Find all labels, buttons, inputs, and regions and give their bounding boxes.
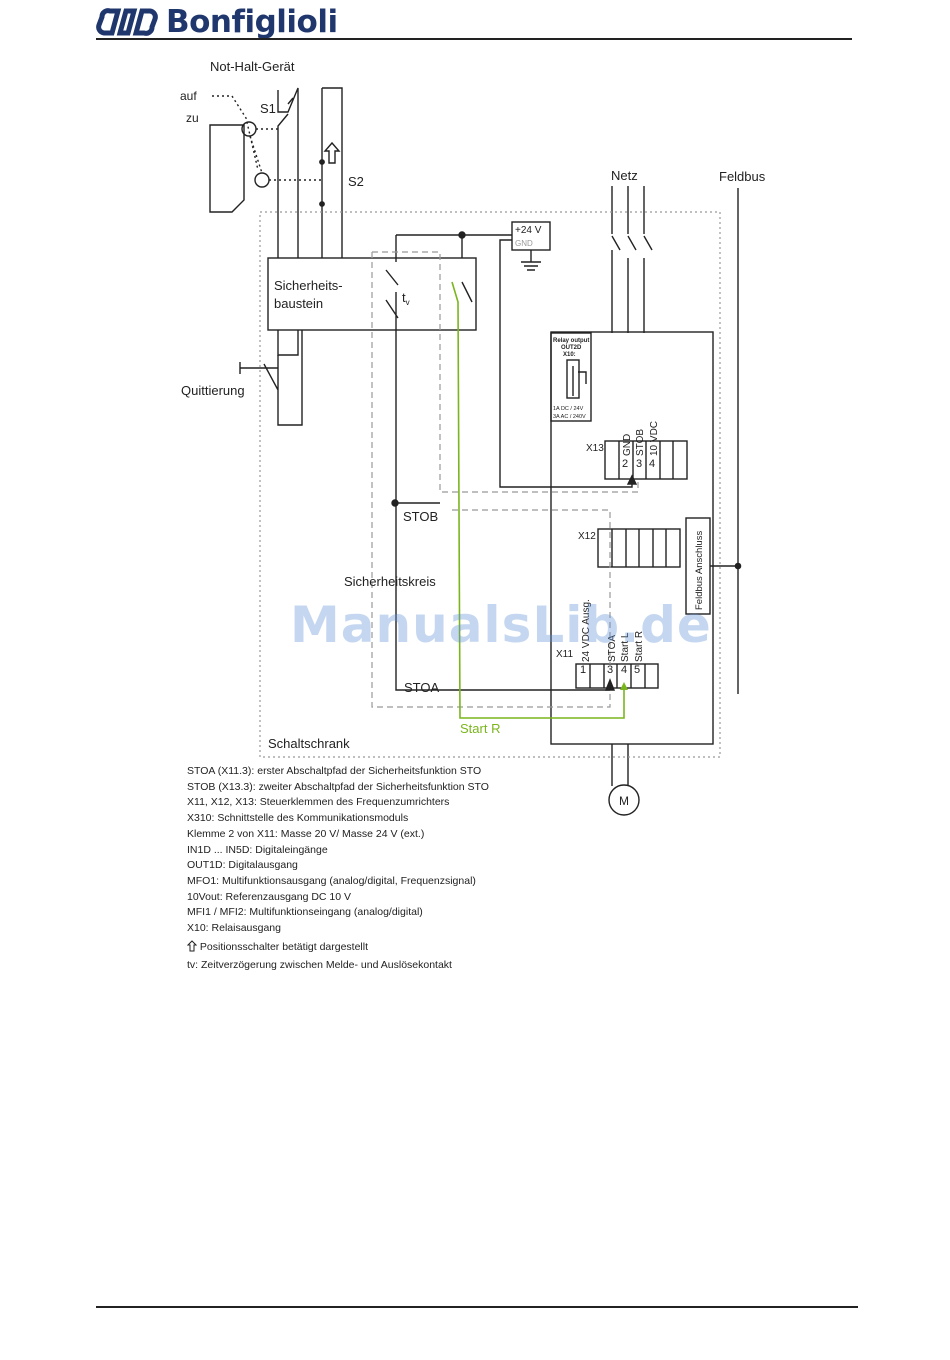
x11-terminal-block xyxy=(575,663,659,689)
legend-symbol-row: Positionsschalter betätigt dargestellt xyxy=(186,940,489,956)
label-relay-3: X10: xyxy=(563,352,576,358)
safety-loop-stob xyxy=(372,251,639,493)
x13-terminal-block xyxy=(604,440,688,480)
label-auf: auf xyxy=(180,89,197,103)
position-switch-arrow xyxy=(323,141,341,164)
legend-symbol-note: Positionsschalter betätigt dargestellt xyxy=(199,940,369,953)
legend-tv-row: tv: Zeitverzögerung zwischen Melde- und … xyxy=(187,959,452,972)
label-x13-num-3: 3 xyxy=(636,458,642,470)
legend-row: X310: Schnittstelle des Kommunikationsmo… xyxy=(187,812,409,825)
label-start-r: Start R xyxy=(460,721,500,736)
safety-loop-stoa xyxy=(371,252,611,708)
label-x11-num-3: 3 xyxy=(607,664,613,676)
label-safety-module-2: baustein xyxy=(274,296,323,311)
watermark: ManualsLib.de xyxy=(290,596,712,654)
label-safety-circuit: Sicherheitskreis xyxy=(344,574,436,589)
estop-lever xyxy=(212,95,259,171)
legend-row: 10Vout: Referenzausgang DC 10 V xyxy=(187,890,352,903)
legend-row: IN1D ... IN5D: Digitaleingänge xyxy=(187,843,328,856)
label-x11-num-4: 4 xyxy=(621,664,627,676)
s1-loop xyxy=(277,87,299,258)
label-safety-module-1: Sicherheits- xyxy=(274,278,343,293)
label-quittierung: Quittierung xyxy=(181,383,245,398)
relay-box xyxy=(550,332,592,422)
label-supply: +24 V xyxy=(515,225,542,236)
x12-terminal-block xyxy=(597,528,681,568)
label-motor: M xyxy=(619,794,629,808)
header-rule xyxy=(96,38,852,40)
label-feldbus: Feldbus xyxy=(719,169,766,184)
s2-loop xyxy=(321,87,343,258)
label-cabinet: Schaltschrank xyxy=(268,736,350,751)
label-x13-num-4: 4 xyxy=(649,458,655,470)
fieldbus-connection-box xyxy=(685,517,711,615)
label-stob: STOB xyxy=(403,509,438,524)
brand-logo: Bonfiglioli xyxy=(96,2,338,42)
label-stoa: STOA xyxy=(404,680,439,695)
legend-row: OUT1D: Digitalausgang xyxy=(187,859,298,872)
brand-logo-icon xyxy=(96,8,158,36)
label-relay-2: OUT2D xyxy=(561,345,582,351)
legend-row: X10: Relaisausgang xyxy=(187,922,281,935)
motor-circle xyxy=(608,784,640,816)
label-x13: X13 xyxy=(586,443,604,454)
label-x11-stoa: STOA xyxy=(607,635,618,662)
label-s2: S2 xyxy=(348,174,364,189)
label-s1: S1 xyxy=(260,101,276,116)
label-x13-gnd: GND xyxy=(622,434,633,456)
legend-row: STOB (X13.3): zweiter Abschaltpfad der S… xyxy=(187,780,489,793)
label-gnd: GND xyxy=(515,239,533,248)
label-x13-stob: STOB xyxy=(635,429,646,456)
estop-housing xyxy=(209,124,245,213)
footer-rule xyxy=(96,1306,858,1308)
label-x12: X12 xyxy=(578,531,596,542)
label-zu: zu xyxy=(186,111,199,125)
label-fieldbus-connection: Feldbus Anschluss xyxy=(694,531,705,610)
label-x13-num-2: 2 xyxy=(622,458,628,470)
inverter-box xyxy=(550,331,714,745)
label-relay-rating-1: 1A DC / 24V xyxy=(553,406,584,412)
label-emergency-stop: Not-Halt-Gerät xyxy=(210,59,295,74)
s2-contact-circle xyxy=(254,172,270,188)
legend-row: MFI1 / MFI2: Multifunktionseingang (anal… xyxy=(187,906,423,919)
label-x11-num-1: 1 xyxy=(580,664,586,676)
arrow-up-icon xyxy=(186,940,198,952)
legend-row: STOA (X11.3): erster Abschaltpfad der Si… xyxy=(187,765,482,777)
brand-name: Bonfiglioli xyxy=(166,4,338,40)
label-x11-num-5: 5 xyxy=(634,664,640,676)
start-r-wire xyxy=(451,281,625,719)
label-x13-10vdc: 10 VDC xyxy=(649,421,660,456)
quittierung-button xyxy=(239,330,303,426)
cabinet-outline xyxy=(259,211,721,758)
legend-row: X11, X12, X13: Steuerklemmen des Frequen… xyxy=(187,796,450,809)
label-x11-start-r: Start R xyxy=(634,631,645,662)
label-tv: tv xyxy=(402,290,410,307)
legend: STOA (X11.3): erster Abschaltpfad der Si… xyxy=(186,764,489,974)
label-x11-start-l: Start L xyxy=(620,632,631,662)
label-x11-24vdc: 24 VDC Ausg. xyxy=(581,599,592,662)
legend-row: MFO1: Multifunktionsausgang (analog/digi… xyxy=(187,874,476,887)
legend-row: Klemme 2 von X11: Masse 20 V/ Masse 24 V… xyxy=(187,827,425,840)
label-relay-1: Relay output xyxy=(553,338,589,344)
label-netz: Netz xyxy=(611,168,638,183)
label-x11: X11 xyxy=(556,649,573,660)
label-relay-rating-2: 3A AC / 240V xyxy=(553,414,586,420)
